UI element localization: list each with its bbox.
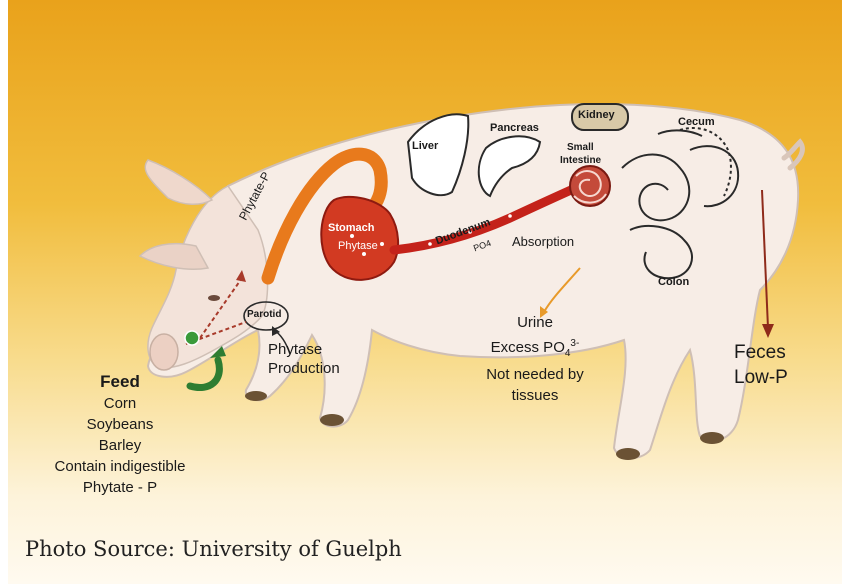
- feed-item-barley: Barley: [30, 435, 210, 456]
- liver-label: Liver: [412, 140, 438, 152]
- urine-excess-po: Excess PO: [491, 339, 565, 356]
- phytase-production-label: Phytase Production: [268, 340, 340, 378]
- urine-line-2: Excess PO43-: [460, 333, 610, 364]
- parotid-label: Parotid: [247, 309, 281, 320]
- phytase-label: Phytase: [338, 240, 378, 252]
- absorption-label: Absorption: [512, 234, 574, 249]
- small-intestine-coils: [570, 166, 610, 206]
- pig-ear-left: [145, 160, 212, 204]
- urine-line-3: Not needed by: [460, 364, 610, 385]
- stomach: [321, 197, 398, 280]
- photo-source-caption: Photo Source: University of Guelph: [25, 537, 402, 561]
- feed-item-soybeans: Soybeans: [30, 414, 210, 435]
- feed-item-corn: Corn: [30, 393, 210, 414]
- pig-eye: [208, 295, 220, 301]
- feces-line-1: Feces: [734, 340, 788, 365]
- urine-description: Urine Excess PO43- Not needed by tissues: [460, 312, 610, 406]
- feces-description: Feces Low-P: [734, 340, 788, 390]
- feed-title: Feed: [30, 372, 210, 392]
- urine-line-4: tissues: [460, 385, 610, 406]
- kidney-label: Kidney: [578, 109, 615, 121]
- small-intestine-label-1: Small: [567, 142, 594, 153]
- urine-po-subscript: 4: [565, 348, 571, 359]
- phytase-production-line-1: Phytase: [268, 340, 340, 359]
- pancreas-label: Pancreas: [490, 122, 539, 134]
- feces-arrowhead: [762, 324, 774, 338]
- hoof-front-2: [245, 391, 267, 401]
- hoof-rear-1: [616, 448, 640, 460]
- urine-line-1: Urine: [460, 312, 610, 333]
- hoof-rear-2: [700, 432, 724, 444]
- urine-po-superscript: 3-: [570, 338, 579, 349]
- feed-item-phytate: Phytate - P: [30, 477, 210, 498]
- pig-illustration: [140, 104, 802, 460]
- feed-item-indigestible: Contain indigestible: [30, 456, 210, 477]
- hoof-front-1: [320, 414, 344, 426]
- cecum-label: Cecum: [678, 116, 715, 128]
- feces-line-2: Low-P: [734, 365, 788, 390]
- feed-description: Feed Corn Soybeans Barley Contain indige…: [30, 372, 210, 498]
- colon-label: Colon: [658, 276, 689, 288]
- small-intestine-label-2: Intestine: [560, 155, 601, 166]
- stomach-label: Stomach: [328, 222, 374, 234]
- phytase-production-line-2: Production: [268, 359, 340, 378]
- pig-snout: [150, 334, 178, 370]
- feed-pellet-icon: [185, 331, 199, 345]
